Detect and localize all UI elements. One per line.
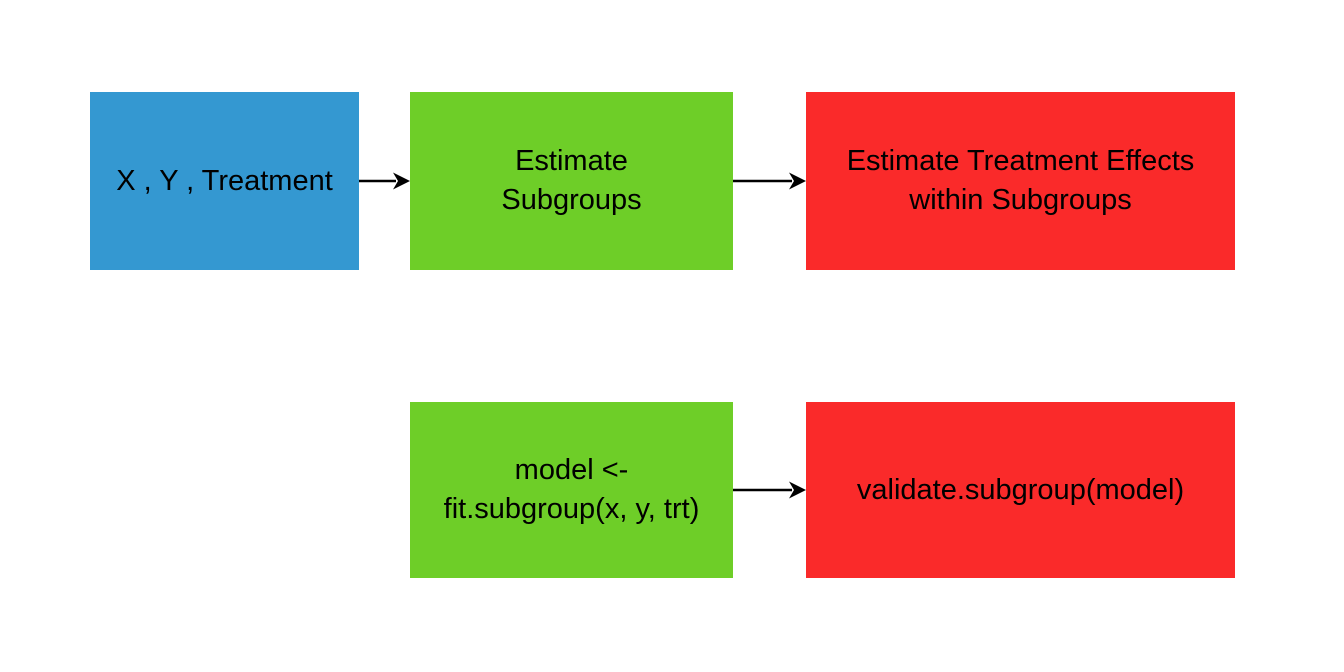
arrow-icon-fit-to-validate (733, 477, 806, 503)
node-estimate-subgroups[interactable]: Estimate Subgroups (410, 92, 733, 270)
node-estimate-treatment-effects[interactable]: Estimate Treatment Effects within Subgro… (806, 92, 1235, 270)
arrow-icon-data-to-subgroups (359, 168, 410, 194)
node-fit-subgroup-call[interactable]: model <- fit.subgroup(x, y, trt) (410, 402, 733, 578)
node-data-inputs[interactable]: X , Y , Treatment (90, 92, 359, 270)
arrow-icon-subgroups-to-effects (733, 168, 806, 194)
node-validate-subgroup-call[interactable]: validate.subgroup(model) (806, 402, 1235, 578)
